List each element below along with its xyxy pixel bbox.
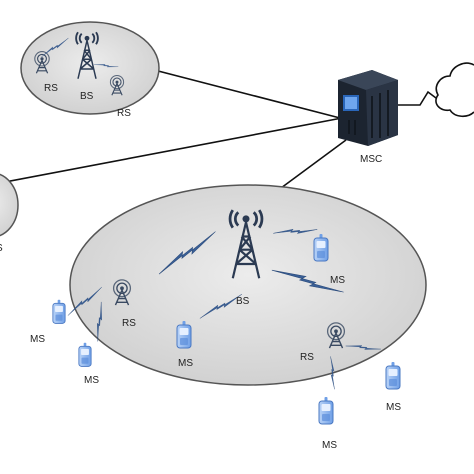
cell-main bbox=[69, 184, 427, 386]
rs-label: RS bbox=[300, 352, 314, 363]
ms-label: MS bbox=[330, 275, 345, 286]
mobile-station-icon bbox=[313, 233, 329, 262]
mobile-station-icon bbox=[176, 320, 192, 349]
ms-label: MS bbox=[178, 358, 193, 369]
ms-label: MS bbox=[322, 440, 337, 451]
mobile-station-icon bbox=[385, 361, 401, 390]
rs-label: RS bbox=[117, 108, 131, 119]
mobile-station-icon bbox=[318, 396, 334, 425]
cell-left-partial bbox=[0, 173, 19, 237]
link-left-msc bbox=[0, 117, 343, 184]
ms-label: MS bbox=[386, 402, 401, 413]
bs-label: BS bbox=[80, 91, 94, 102]
msc-label: MSC bbox=[360, 154, 383, 165]
mobile-station-icon bbox=[52, 299, 66, 324]
link-msc-cloud bbox=[398, 90, 437, 106]
left-cell-partial-label: S bbox=[0, 243, 3, 254]
mobile-station-icon bbox=[78, 342, 92, 367]
ms-label: MS bbox=[84, 375, 99, 386]
bs-label: BS bbox=[236, 296, 250, 307]
cloud-icon bbox=[435, 62, 474, 118]
ms-label: MS bbox=[30, 334, 45, 345]
cell-top bbox=[20, 21, 160, 115]
server-icon bbox=[338, 70, 398, 146]
rs-label: RS bbox=[122, 318, 136, 329]
rs-label: RS bbox=[44, 83, 58, 94]
